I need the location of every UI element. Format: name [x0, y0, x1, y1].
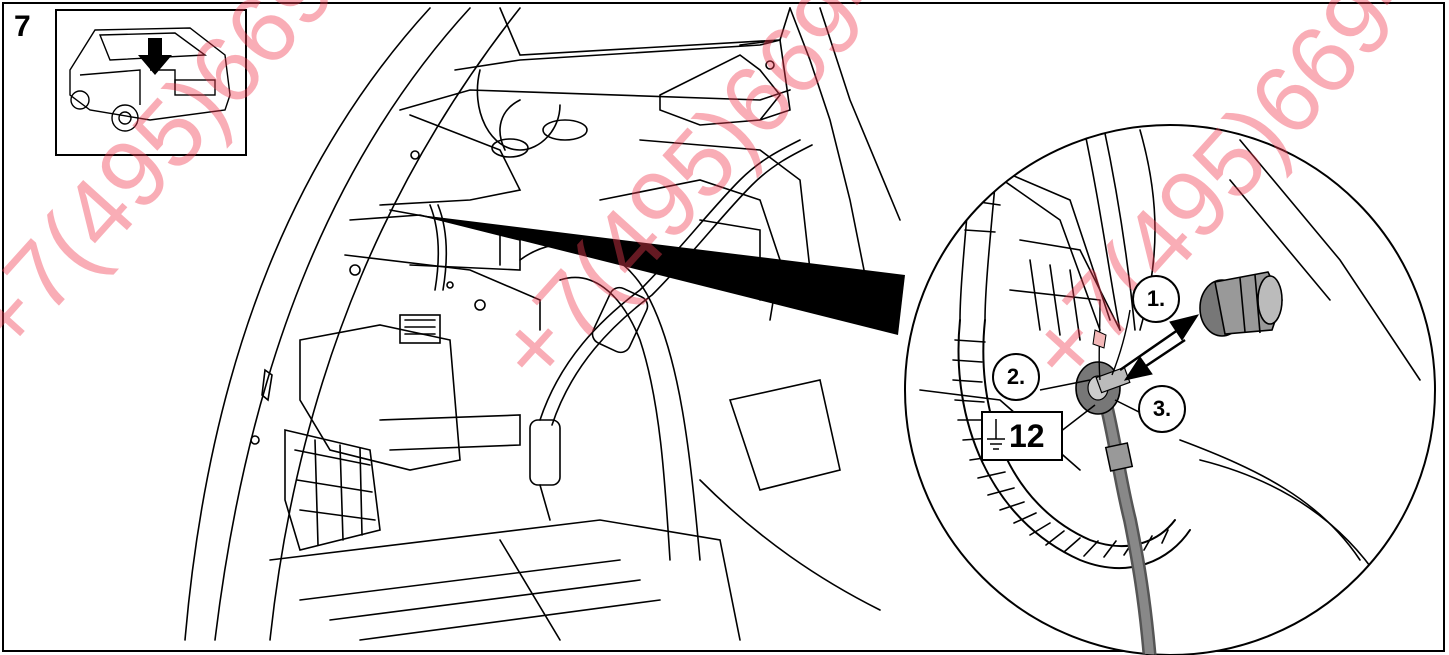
assembly-arrows	[1119, 314, 1200, 381]
ground-point-label: 12	[981, 411, 1063, 461]
callout-1-label: 1.	[1146, 286, 1166, 311]
ground-nut	[1199, 271, 1283, 337]
callout-2-label: 2.	[1006, 364, 1026, 389]
step-number: 7	[14, 10, 31, 43]
callout-3-label: 3.	[1152, 396, 1172, 421]
ground-icon	[987, 419, 1005, 450]
ground-point-number: 12	[1009, 417, 1045, 454]
threaded-stud	[1095, 366, 1131, 394]
magnify-wedge	[420, 215, 905, 335]
callout-1: 1.	[1132, 275, 1180, 323]
callout-3: 3.	[1138, 385, 1186, 433]
arrow-down-icon	[138, 38, 172, 75]
watermark-text-b: +7(495)669-38	[476, 0, 979, 404]
inset-car-view	[55, 9, 247, 156]
callout-2: 2.	[992, 353, 1040, 401]
trunk-line-art	[184, 7, 901, 641]
